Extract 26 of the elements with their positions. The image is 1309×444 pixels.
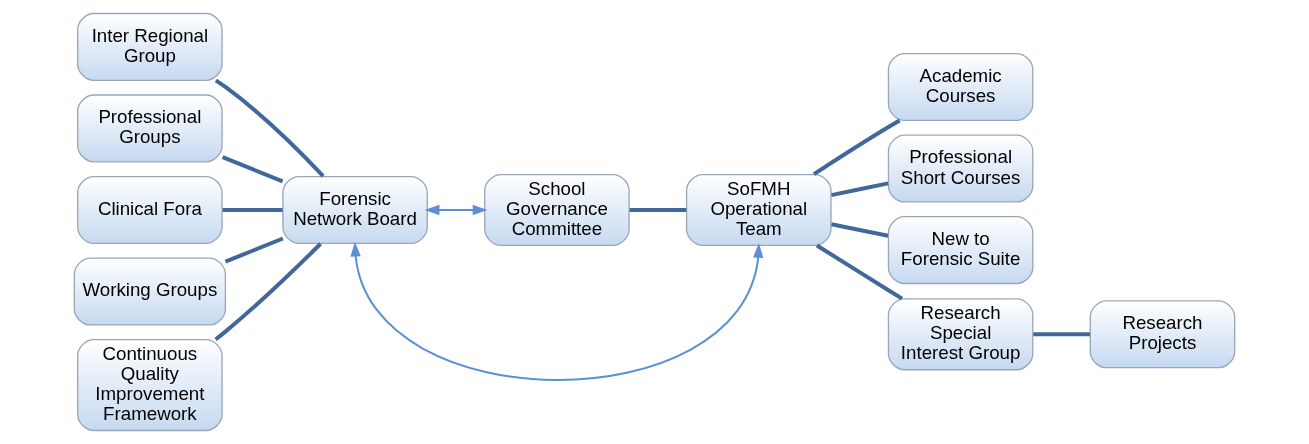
connector	[222, 207, 283, 212]
node-box: Research Special Interest Group	[887, 298, 1034, 371]
node-box: New to Forensic Suite	[887, 216, 1034, 285]
connector	[1033, 332, 1090, 337]
connector	[214, 242, 322, 342]
connector	[812, 118, 901, 176]
connector	[815, 243, 904, 301]
arrow	[350, 241, 764, 381]
node-box: Professional Short Courses	[887, 134, 1034, 203]
node-box: Inter Regional Group	[77, 12, 223, 81]
connector	[831, 222, 889, 238]
node-box: School Governance Committee	[484, 173, 630, 247]
arrow	[424, 204, 488, 216]
node-box: Research Projects	[1089, 300, 1236, 369]
connector	[214, 78, 325, 178]
connector	[221, 155, 284, 184]
node-box: Professional Groups	[77, 94, 223, 163]
connector	[224, 236, 284, 264]
node-box: SoFMH Operational Team	[685, 173, 832, 247]
connector	[629, 207, 687, 212]
connector	[831, 181, 889, 198]
node-box: Academic Courses	[887, 52, 1034, 122]
node-box: Working Groups	[73, 257, 227, 326]
node-box: Continuous Quality Improvement Framework	[77, 338, 223, 432]
node-box: Clinical Fora	[77, 175, 223, 245]
node-box: Forensic Network Board	[282, 175, 428, 245]
